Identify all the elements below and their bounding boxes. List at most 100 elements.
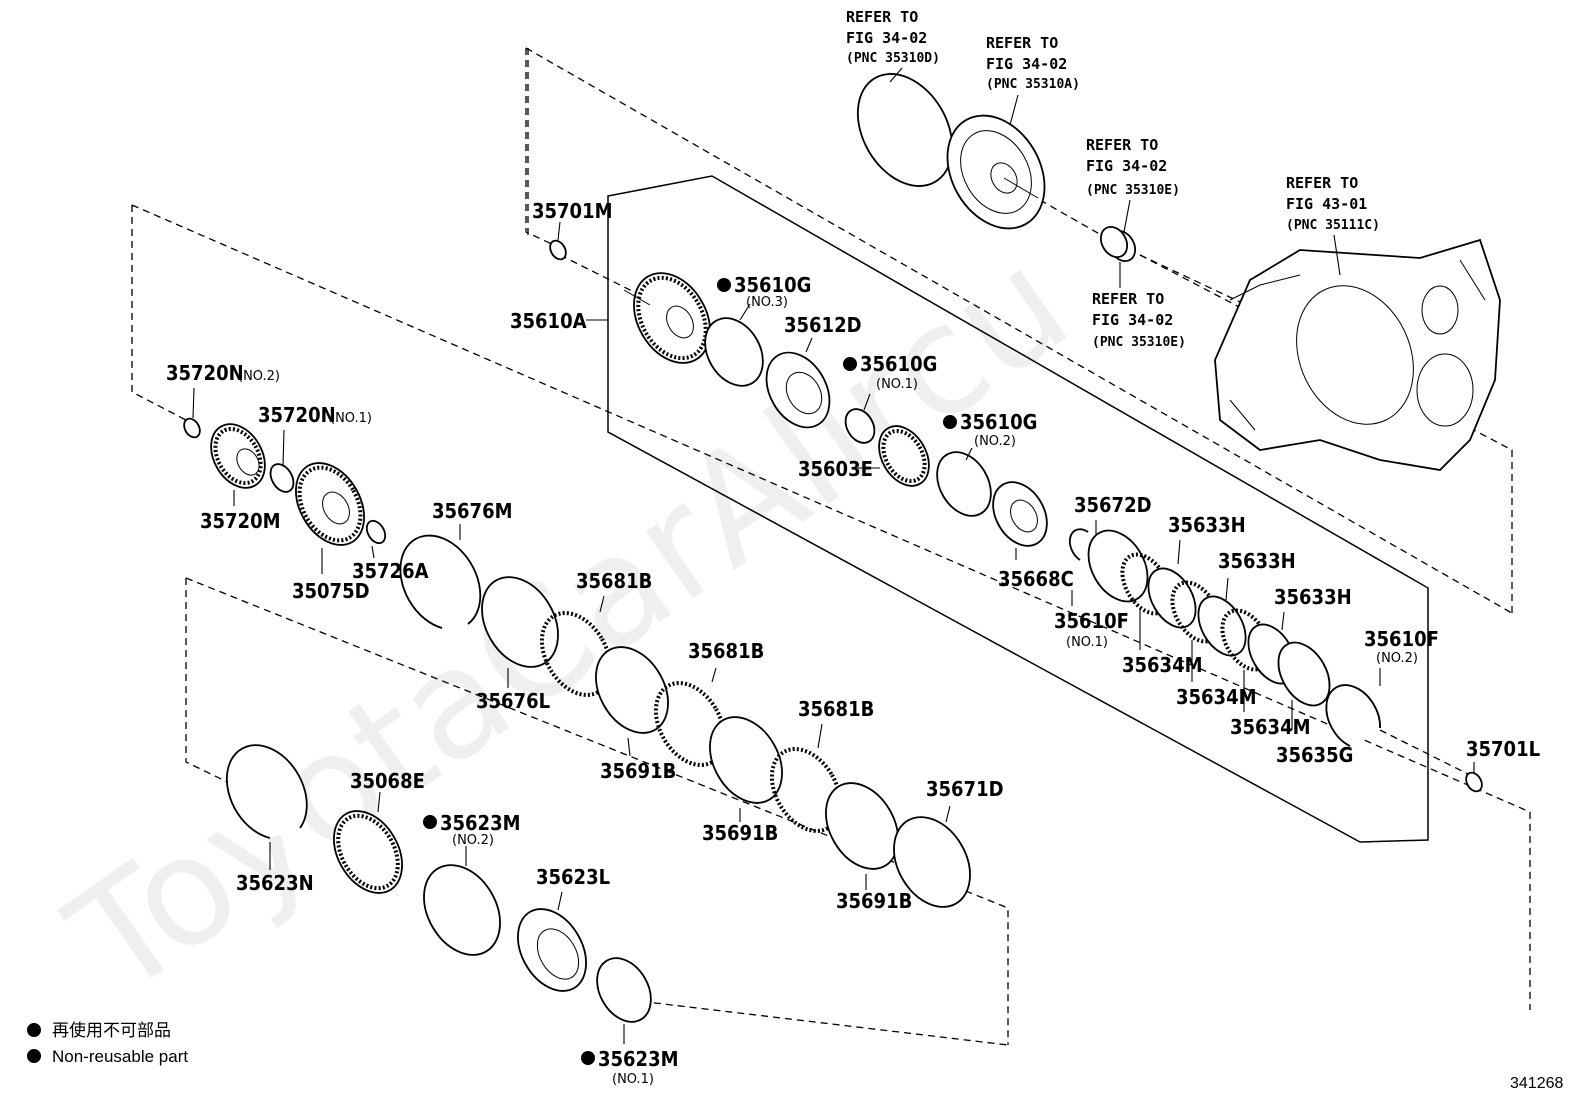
part-label: 35603E: [798, 457, 873, 481]
svg-text:FIG 34-02: FIG 34-02: [986, 55, 1067, 73]
refer-callout-2: REFER TO FIG 34-02 (PNC 35310A): [986, 34, 1080, 92]
svg-text:(PNC 35310A): (PNC 35310A): [986, 77, 1080, 92]
part-label: 35676L: [476, 689, 550, 713]
part-label: 35691B: [702, 821, 778, 845]
clutch-pack-middle: [539, 611, 971, 908]
svg-text:(PNC 35310E): (PNC 35310E): [1086, 183, 1180, 198]
watermark-text: ToyotaCarAllrcu: [40, 216, 1099, 1030]
refer-callout-1: REFER TO FIG 34-02 (PNC 35310D): [846, 8, 940, 66]
leader-lines: [192, 67, 1475, 1044]
part-sub-label: (NO.1): [612, 1072, 654, 1087]
part-label: 35701L: [1466, 737, 1540, 761]
part-35623M-no2-o-ring: [423, 864, 501, 956]
nonreusable-dot: [581, 1051, 595, 1065]
oil-seal-ref-35310E: [1099, 226, 1137, 262]
svg-text:REFER TO: REFER TO: [1086, 136, 1158, 154]
nonreusable-dot: [717, 278, 731, 292]
part-35612D-piston: [765, 351, 831, 429]
svg-text:REFER TO: REFER TO: [846, 8, 918, 26]
part-label: 35635G: [1276, 743, 1353, 767]
svg-text:(PNC 35310E): (PNC 35310E): [1092, 335, 1186, 350]
part-label: 35612D: [784, 313, 862, 337]
part-label: 35676M: [432, 499, 513, 523]
transaxle-case: [1214, 238, 1501, 471]
part-sub-label: (NO.2): [1376, 651, 1418, 666]
nonreusable-dot: [423, 815, 437, 829]
lower-assembly-dashed-frame: [185, 577, 1009, 1046]
part-label: 35623N: [236, 871, 314, 895]
figure-id: 341268: [1510, 1075, 1563, 1092]
part-label: 35681B: [798, 697, 874, 721]
part-label: 35633H: [1168, 513, 1246, 537]
part-sub-label: (NO.2): [238, 369, 280, 384]
part-35610A-clutch-drum: [623, 272, 711, 364]
part-label: 35681B: [688, 639, 764, 663]
part-label: 35672D: [1074, 493, 1152, 517]
part-label: 35720M: [200, 509, 281, 533]
part-35603E-spring-retainer: [878, 425, 930, 487]
legend-text-jp: 再使用不可部品: [52, 1020, 171, 1040]
part-35676M-snap-ring: [399, 534, 482, 629]
part-35623N-snap-ring: [225, 744, 308, 839]
part-sub-label: (NO.1): [1066, 635, 1108, 650]
part-35075D-gear: [295, 462, 365, 546]
part-35610G-no1-o-ring: [844, 408, 876, 444]
part-label: 35671D: [926, 777, 1004, 801]
part-35610G-no3-o-ring: [704, 317, 764, 387]
part-label: 35681B: [576, 569, 652, 593]
part-label: 35691B: [600, 759, 676, 783]
part-35623L-piston: [517, 908, 587, 992]
part-sub-label: (NO.1): [876, 377, 918, 392]
legend-dot: [27, 1023, 41, 1037]
part-label: 35623M: [440, 811, 521, 835]
legend-dot: [27, 1049, 41, 1063]
middle-assembly-dashed-frame: [131, 204, 1531, 1010]
part-label: 35634M: [1176, 685, 1257, 709]
part-label: 35610G: [860, 352, 937, 376]
part-sub-label: (NO.1): [330, 411, 372, 426]
part-label: 35610G: [734, 273, 811, 297]
part-35676L-flange: [481, 576, 559, 668]
sub-assembly-frame: [607, 175, 1429, 843]
nonreusable-dot: [943, 415, 957, 429]
svg-text:REFER TO: REFER TO: [1092, 290, 1164, 308]
part-sub-label: (NO.3): [746, 295, 788, 310]
part-35610G-no2-o-ring: [936, 451, 992, 517]
part-label: 35068E: [350, 769, 425, 793]
part-sub-label: (NO.2): [452, 833, 494, 848]
part-35610F-no2-snap-ring: [1325, 684, 1381, 747]
part-label: 35691B: [836, 889, 912, 913]
svg-text:FIG 34-02: FIG 34-02: [846, 29, 927, 47]
legend: 再使用不可部品 Non-reusable part: [27, 1020, 188, 1066]
part-labels: 35701M 35610A 35610G (NO.3) 35612D 35610…: [166, 199, 1540, 1087]
part-label: 35701M: [532, 199, 613, 223]
part-label: 35634M: [1230, 715, 1311, 739]
part-35726A-washer: [365, 519, 387, 545]
part-35701M-washer: [549, 239, 567, 261]
clutch-pack-upper: [1120, 552, 1331, 707]
part-label: 35623M: [598, 1047, 679, 1071]
upper-assembly-dashed-frame-path: [525, 47, 1513, 615]
svg-text:FIG 34-02: FIG 34-02: [1086, 157, 1167, 175]
part-label: 35720N: [166, 361, 244, 385]
part-label: 35610F: [1054, 609, 1129, 633]
part-label: 35610A: [510, 309, 587, 333]
part-label: 35623L: [536, 865, 610, 889]
part-label: 35610G: [960, 410, 1037, 434]
part-label: 35610F: [1364, 627, 1439, 651]
oil-pump-assembly: [946, 114, 1046, 230]
part-label: 35633H: [1274, 585, 1352, 609]
part-35068E-spring: [333, 810, 403, 894]
part-35668C-seal-plate: [992, 481, 1048, 547]
legend-text-en: Non-reusable part: [52, 1047, 188, 1066]
part-35623M-no1-o-ring: [596, 957, 652, 1023]
svg-text:(PNC 35310D): (PNC 35310D): [846, 51, 940, 66]
svg-text:REFER TO: REFER TO: [1286, 174, 1358, 192]
nonreusable-dot: [843, 357, 857, 371]
svg-text:(PNC 35111C): (PNC 35111C): [1286, 218, 1380, 233]
part-35720N-no1-washer: [269, 463, 295, 493]
part-label: 35726A: [352, 559, 429, 583]
part-label: 35634M: [1122, 653, 1203, 677]
part-label: 35633H: [1218, 549, 1296, 573]
